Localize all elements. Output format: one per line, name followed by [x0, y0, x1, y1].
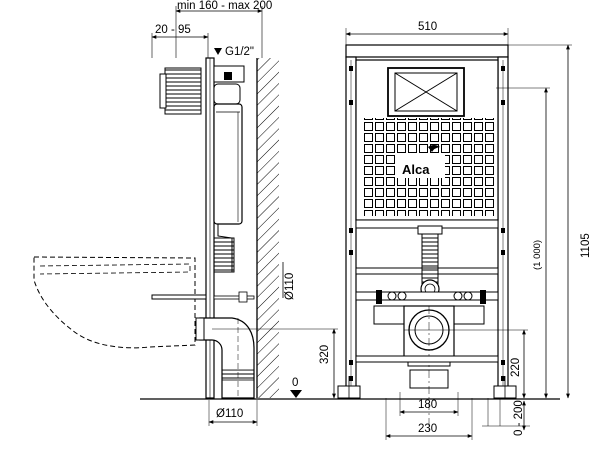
service-opening [387, 67, 465, 117]
dim-foot-adjust-label: 0 - 200 [513, 400, 525, 436]
front-view: 510 [337, 21, 592, 440]
dim-total-height-label: 1105 [580, 233, 592, 258]
mounting-bolts-side [151, 291, 255, 303]
brand-logo-text: Alca [402, 162, 430, 177]
frame-crossbar-lower [355, 355, 499, 363]
dim-frame-width: 510 [345, 21, 509, 48]
dim-foot-height-label: 220 [510, 358, 522, 377]
side-view: min 160 - max 200 20 - 95 G1/2" [33, 0, 560, 426]
dim-bolt-spacing-inner-label: 180 [418, 399, 437, 411]
dim-reference-height: (1 000) [496, 87, 550, 399]
dim-total-height: 1105 [508, 44, 592, 399]
frame-holes [349, 66, 505, 381]
dim-bolt-spacing-outer-label: 230 [418, 423, 437, 435]
wall-hatch [257, 58, 279, 398]
dim-wall-distance-label: min 160 - max 200 [177, 0, 272, 12]
water-connection-callout: G1/2" [214, 46, 254, 58]
drain-front [373, 305, 528, 430]
floor-level-label: 0 [292, 377, 298, 389]
dim-drain-diameter-bottom: Ø110 [208, 400, 258, 426]
flush-pipe-front [417, 225, 443, 299]
dim-drain-diameter-bottom-label: Ø110 [216, 408, 243, 420]
dim-drain-diameter-vertical-label: Ø110 [284, 273, 296, 300]
dim-wall-distance: min 160 - max 200 [175, 0, 272, 58]
bolt-bar-front [355, 290, 499, 304]
dim-drain-height-label: 320 [319, 345, 331, 364]
frame-feet [337, 376, 517, 399]
dim-foot-height: 220 [510, 329, 526, 399]
flush-plate-side [159, 67, 202, 115]
dim-drain-height: 320 [212, 328, 338, 399]
cistern-side [213, 65, 245, 273]
water-connection-label: G1/2" [225, 46, 254, 58]
toilet-bowl-outline [33, 256, 196, 349]
dim-inlet-range-label: 20 - 95 [155, 24, 191, 36]
brand-logo: Alca [397, 145, 445, 178]
dim-drain-diameter-vertical: Ø110 [282, 262, 296, 300]
dim-inlet-range: 20 - 95 [151, 24, 209, 58]
floor-level-marker: 0 [290, 377, 302, 398]
dim-reference-height-label: (1 000) [532, 240, 543, 270]
dim-bolt-spacing-outer: 230 [385, 398, 473, 440]
frame-top-rail [345, 44, 509, 58]
drain-elbow-side [195, 317, 255, 399]
dim-frame-width-label: 510 [418, 21, 437, 33]
dim-bolt-spacing-inner: 180 [399, 392, 459, 416]
dim-foot-adjust: 0 - 200 [482, 398, 530, 436]
